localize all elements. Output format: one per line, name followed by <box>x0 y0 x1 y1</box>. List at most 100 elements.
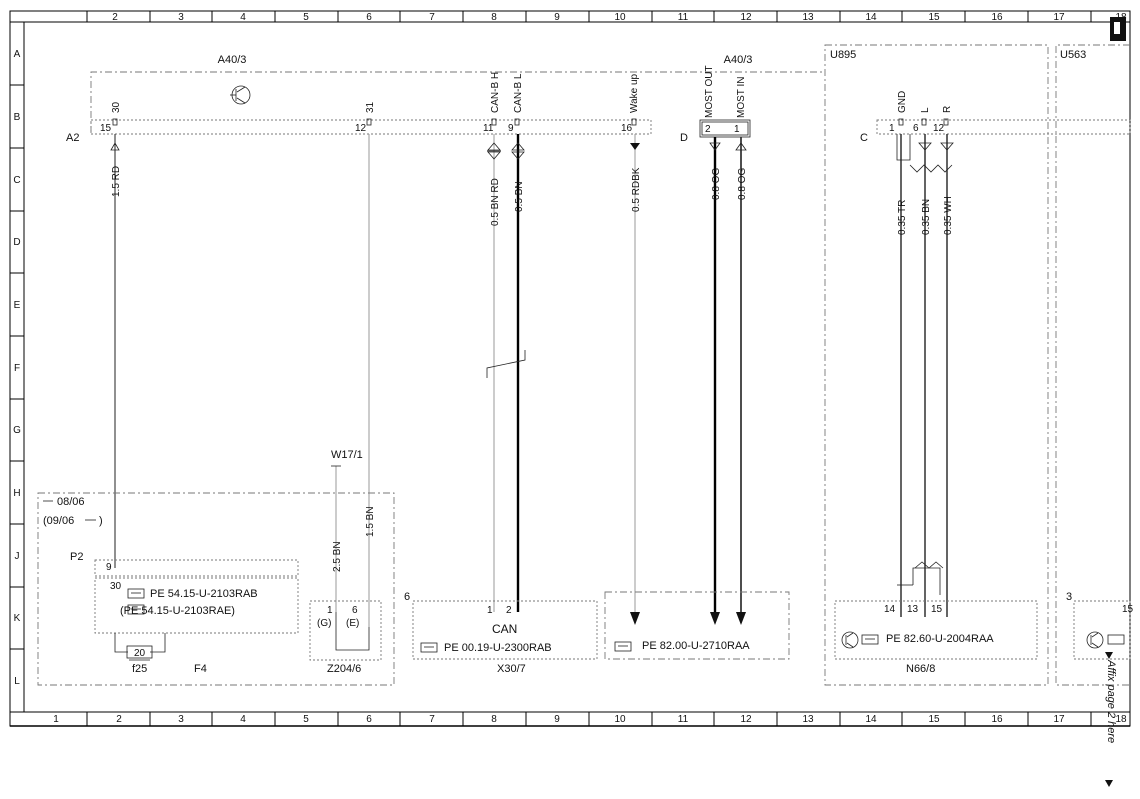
row-label: B <box>14 112 21 123</box>
u895-boundary <box>824 44 1049 686</box>
col-label: 14 <box>865 12 877 23</box>
transistor-icon <box>230 85 251 105</box>
date-to: (09/06 <box>43 515 74 527</box>
signal-can-bl: CAN-B L <box>513 73 524 113</box>
z204-label: Z204/6 <box>327 663 361 675</box>
row-label: D <box>13 237 20 248</box>
wire-label: 1.5 BN <box>365 506 376 537</box>
wire-label: 0.5 RDBK <box>631 167 642 212</box>
col-label: 12 <box>740 12 752 23</box>
most-box <box>604 591 790 660</box>
col-label: 9 <box>554 12 560 23</box>
col-label: 15 <box>928 714 940 725</box>
hand-pointer-icon <box>1107 634 1125 645</box>
pin-label: 31 <box>365 101 376 113</box>
date-to-end: ) <box>99 515 103 527</box>
pin-top-labels: 30 31 CAN-B H CAN-B L Wake up MOST OUT M… <box>111 65 953 118</box>
pin-num: 14 <box>884 604 896 615</box>
pe-ref-1: PE 54.15-U-2103RAB <box>150 588 258 600</box>
u563-boundary <box>1055 44 1130 686</box>
column-labels-top: 2 3 4 5 6 7 8 9 10 11 12 13 14 15 16 17 … <box>112 12 1127 23</box>
pin-num: 6 <box>352 605 358 616</box>
z204-connector <box>309 600 382 661</box>
wire-label: 0.35 BN <box>921 199 932 235</box>
row-label: G <box>13 425 21 436</box>
col-label: 12 <box>740 714 752 725</box>
signal-most-out-1: MOST OUT <box>704 65 715 118</box>
col-label: 11 <box>678 12 689 23</box>
pe-ref-2: (PE 54.15-U-2103RAE) <box>120 605 235 617</box>
arrow-icon <box>1105 652 1113 659</box>
col-label: 15 <box>928 12 940 23</box>
wire-label: 0.35 TR <box>897 200 908 235</box>
signal-can-bh: CAN-B H <box>490 72 501 113</box>
pin-num: 11 <box>483 123 494 134</box>
d-label: D <box>680 132 688 144</box>
c-connector <box>876 119 1131 135</box>
fuse-f25 <box>126 645 153 659</box>
p2-body <box>94 577 299 634</box>
col-label: 16 <box>991 714 1003 725</box>
row-label: K <box>14 613 21 624</box>
column-dividers <box>86 11 1092 726</box>
pin-num: 2 <box>506 605 512 616</box>
row-label: C <box>13 175 20 186</box>
transistor-icon <box>1086 631 1104 649</box>
col-label: 2 <box>112 12 118 23</box>
col-label: 8 <box>491 714 497 725</box>
signal-gnd: GND <box>897 91 908 113</box>
pin-numbers: 15 12 11 9 16 2 1 1 6 12 <box>100 123 945 135</box>
a40-left-label: A40/3 <box>218 54 247 66</box>
hand-pointer-icon <box>127 604 145 615</box>
col-label: 2 <box>116 714 122 725</box>
label-6: 6 <box>404 591 410 603</box>
wires: W17/1 <box>110 134 954 627</box>
row-label: F <box>14 363 20 374</box>
wire-label: 0.8 OG <box>737 168 748 200</box>
hand-pointer-icon <box>861 634 879 645</box>
w17-label: W17/1 <box>331 449 363 461</box>
side-note: Affix page 2 here <box>1105 659 1117 743</box>
row-labels: A B C D E F G H J K L <box>10 49 24 687</box>
col-label: 6 <box>366 12 372 23</box>
col-label: 13 <box>802 12 814 23</box>
wire-label: 0.35 WH <box>943 196 954 235</box>
col-label: 10 <box>614 12 626 23</box>
wire-label: 0.8 OG <box>711 168 722 200</box>
date-from: 08/06 <box>57 496 85 508</box>
a40-right-label: A40/3 <box>724 54 753 66</box>
x30-label: X30/7 <box>497 663 526 675</box>
x30-connector <box>412 600 598 660</box>
can-label: CAN <box>492 622 517 636</box>
pe-ref-4: PE 82.00-U-2710RAA <box>642 640 750 652</box>
c-label: C <box>860 132 868 144</box>
pin-num: 9 <box>508 123 514 134</box>
pin-num: 1 <box>487 605 493 616</box>
col-label: 17 <box>1053 714 1065 725</box>
pin-num: 16 <box>621 123 633 134</box>
u563-label: U563 <box>1060 49 1086 61</box>
diagram-frame <box>9 10 1131 727</box>
col-label: 13 <box>802 714 814 725</box>
f4-label: F4 <box>194 663 207 675</box>
pin-num: 1 <box>327 605 333 616</box>
p2-connector <box>94 559 299 577</box>
col-label: 9 <box>554 714 560 725</box>
n66-label: N66/8 <box>906 663 935 675</box>
pe-ref-3: PE 00.19-U-2300RAB <box>444 642 552 654</box>
pin-num: 2 <box>705 124 711 135</box>
col-label: 14 <box>865 714 877 725</box>
row-label: L <box>14 676 20 687</box>
d-connector <box>699 119 751 138</box>
wire-label: 2.5 BN <box>332 541 343 572</box>
wire-label: 1.5 RD <box>111 166 122 197</box>
col-label: 18 <box>1115 714 1127 725</box>
pe-ref-5: PE 82.60-U-2004RAA <box>886 633 994 645</box>
f25-label: f25 <box>132 663 147 675</box>
pin-num: (G) <box>317 618 331 629</box>
col-label: 8 <box>491 12 497 23</box>
n66-connector <box>834 600 1038 660</box>
col-label: 4 <box>240 12 246 23</box>
row-label: A <box>14 49 21 60</box>
